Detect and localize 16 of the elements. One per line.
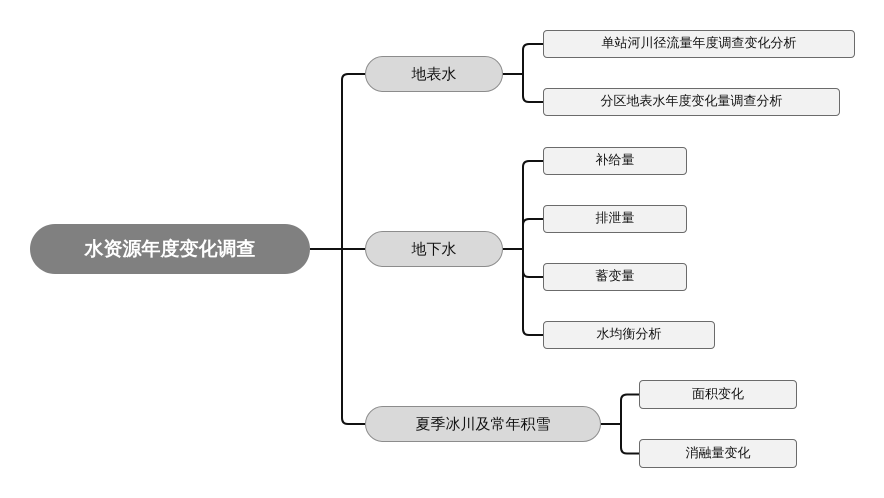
root-topic-pill: 水资源年度变化调查 xyxy=(30,224,310,274)
subtopic-box: 单站河川径流量年度调查变化分析 xyxy=(543,30,855,58)
subtopic-box: 面积变化 xyxy=(639,380,797,409)
connector-line xyxy=(503,248,543,336)
branch-topic-pill: 夏季冰川及常年积雪 xyxy=(365,406,601,442)
branch-topic-pill: 地表水 xyxy=(365,56,503,92)
subtopic-box: 消融量变化 xyxy=(639,439,797,468)
connector-line xyxy=(601,423,639,454)
subtopic-box: 水均衡分析 xyxy=(543,321,715,349)
subtopic-box: 分区地表水年度变化量调查分析 xyxy=(543,88,840,116)
subtopic-box: 蓄变量 xyxy=(543,263,687,291)
subtopic-box: 排泄量 xyxy=(543,205,687,233)
connector-line xyxy=(310,248,365,425)
subtopic-box: 补给量 xyxy=(543,147,687,175)
branch-topic-pill: 地下水 xyxy=(365,231,503,267)
connector-line xyxy=(503,73,543,103)
